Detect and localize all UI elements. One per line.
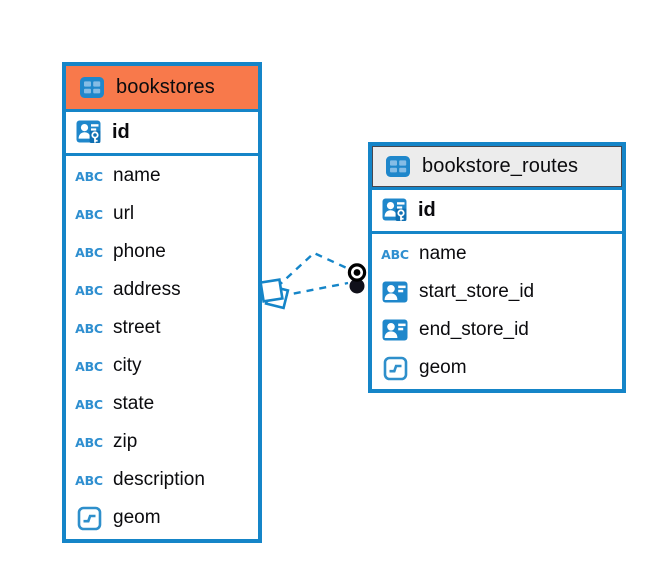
column-row-pk[interactable]: id	[372, 190, 622, 234]
reference-column-icon	[380, 319, 410, 341]
table-bookstores-columns: ABC name ABC url ABC phone ABC address A…	[66, 156, 258, 539]
table-title: bookstore_routes	[422, 155, 579, 177]
relationship-target-marker[interactable]	[347, 263, 367, 294]
table-bookstores[interactable]: bookstores id ABC	[62, 62, 262, 543]
geometry-column-icon	[74, 506, 104, 531]
column-row-geom[interactable]: geom	[66, 499, 258, 537]
column-row-phone[interactable]: ABC phone	[66, 233, 258, 271]
circle-marker-center-dot	[353, 269, 361, 276]
column-name: city	[113, 355, 142, 376]
circle-marker-back[interactable]	[349, 278, 365, 294]
text-column-icon: ABC	[75, 206, 103, 222]
text-column-icon: ABC	[75, 168, 103, 184]
column-row-zip[interactable]: ABC zip	[66, 423, 258, 461]
column-row-address[interactable]: ABC address	[66, 271, 258, 309]
table-icon	[383, 155, 413, 178]
text-column-icon: ABC	[75, 358, 103, 374]
circle-marker-front[interactable]	[347, 263, 367, 282]
column-name: state	[113, 393, 155, 414]
column-name: address	[113, 279, 181, 300]
table-bookstore-routes[interactable]: bookstore_routes id ABC	[368, 142, 626, 393]
column-name: phone	[113, 241, 166, 262]
column-name: url	[113, 203, 135, 224]
column-row-name[interactable]: ABC name	[66, 157, 258, 195]
column-row-city[interactable]: ABC city	[66, 347, 258, 385]
table-bookstore-routes-header[interactable]: bookstore_routes	[372, 146, 622, 190]
text-column-icon: ABC	[75, 320, 103, 336]
text-column-icon: ABC	[75, 434, 103, 450]
square-marker-front[interactable]	[259, 278, 284, 303]
column-row-geom[interactable]: geom	[372, 349, 622, 387]
text-column-icon: ABC	[75, 282, 103, 298]
square-marker-back[interactable]	[264, 284, 290, 310]
column-name: name	[113, 165, 161, 186]
column-row-start-store-id[interactable]: start_store_id	[372, 273, 622, 311]
column-row-pk[interactable]: id	[66, 112, 258, 156]
relationship-line-2[interactable]	[280, 281, 349, 298]
column-row-end-store-id[interactable]: end_store_id	[372, 311, 622, 349]
column-row-description[interactable]: ABC description	[66, 461, 258, 499]
relationship-line-1[interactable]	[276, 251, 352, 288]
relationship-source-marker[interactable]	[259, 278, 290, 310]
column-name: street	[113, 317, 161, 338]
table-title: bookstores	[116, 76, 215, 98]
column-name: id	[418, 199, 436, 221]
column-row-name[interactable]: ABC name	[372, 235, 622, 273]
column-name: geom	[113, 507, 161, 528]
text-column-icon: ABC	[381, 246, 409, 262]
table-bookstore-routes-columns: ABC name start_store_id	[372, 234, 622, 389]
column-name: end_store_id	[419, 319, 529, 340]
table-icon	[77, 76, 107, 99]
column-row-state[interactable]: ABC state	[66, 385, 258, 423]
column-name: geom	[419, 357, 467, 378]
column-name: start_store_id	[419, 281, 535, 302]
text-column-icon: ABC	[75, 244, 103, 260]
primary-key-icon	[74, 119, 104, 146]
column-name: name	[419, 243, 467, 264]
reference-column-icon	[380, 281, 410, 303]
geometry-column-icon	[380, 356, 410, 381]
column-row-url[interactable]: ABC url	[66, 195, 258, 233]
column-row-street[interactable]: ABC street	[66, 309, 258, 347]
column-name: description	[113, 469, 205, 490]
text-column-icon: ABC	[75, 472, 103, 488]
primary-key-icon	[380, 197, 410, 224]
column-name: id	[112, 121, 130, 143]
table-bookstores-header[interactable]: bookstores	[66, 66, 258, 112]
text-column-icon: ABC	[75, 396, 103, 412]
column-name: zip	[113, 431, 138, 452]
